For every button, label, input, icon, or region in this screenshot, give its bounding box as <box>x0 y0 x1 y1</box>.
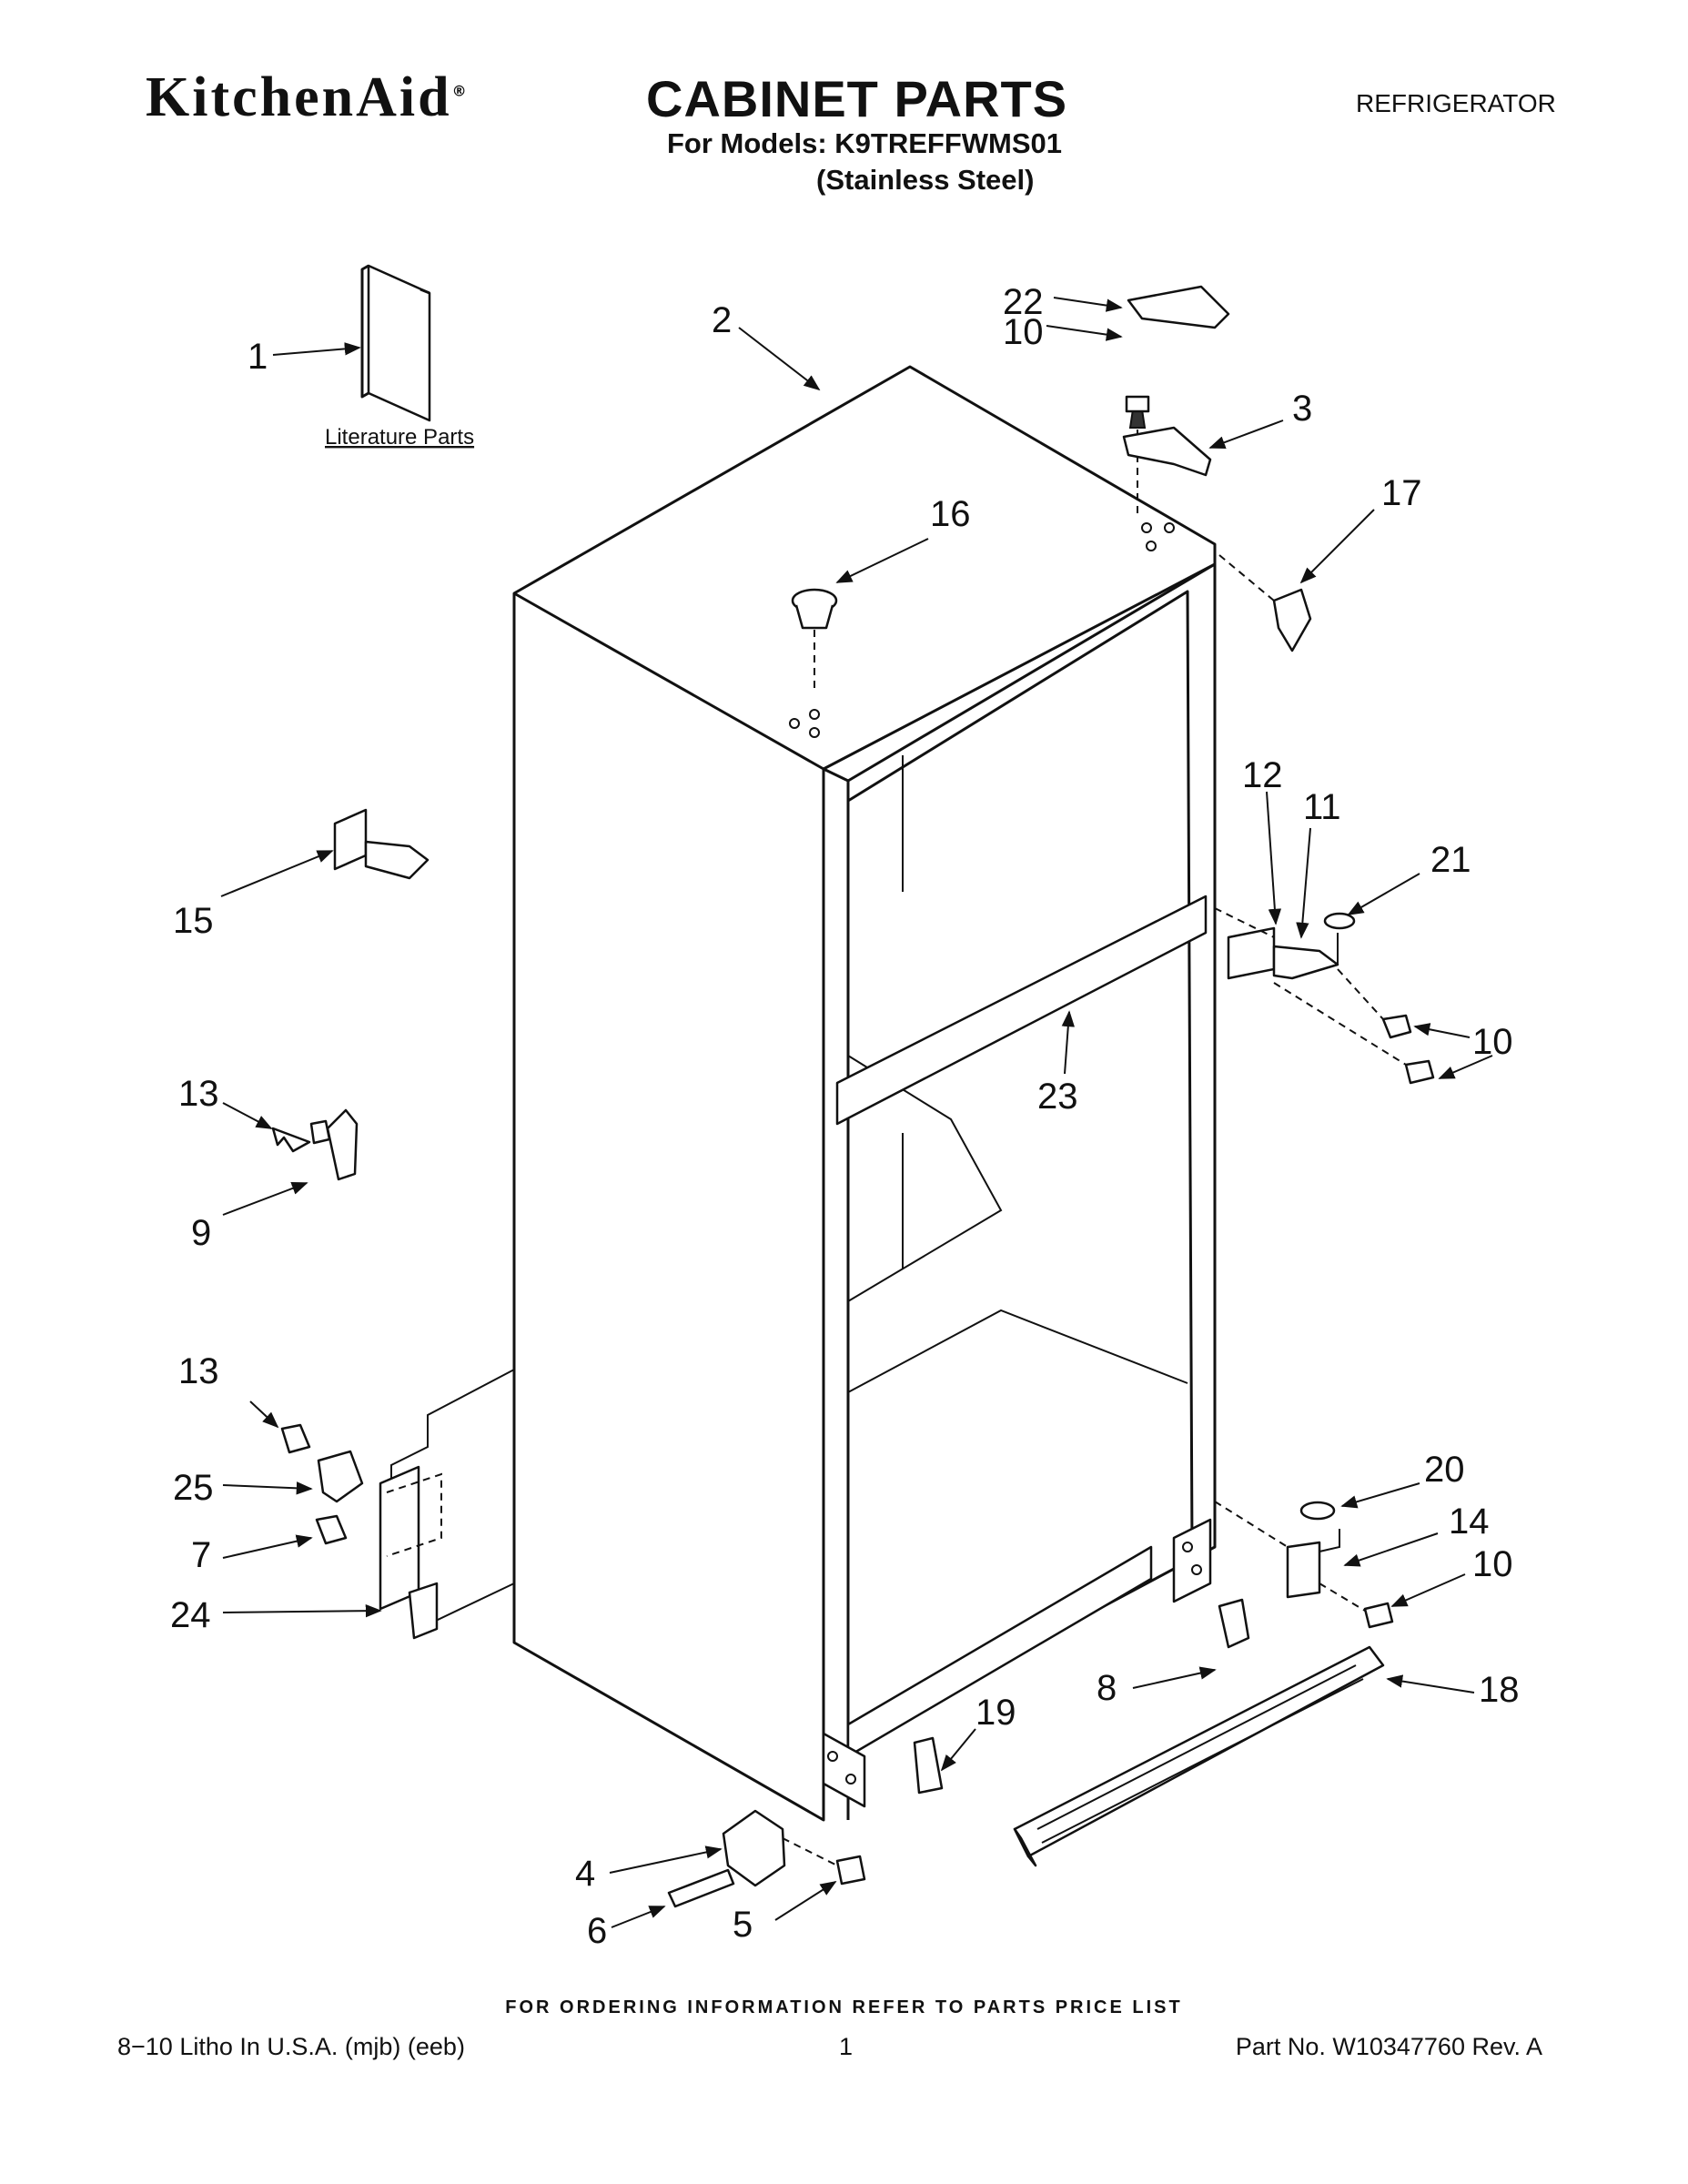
callout-20: 20 <box>1424 1450 1465 1490</box>
print-info: 8−10 Litho In U.S.A. (mjb) (eeb) <box>117 2033 465 2060</box>
door-stop-pin <box>333 808 430 880</box>
callout-2: 2 <box>712 300 732 340</box>
callout-15: 15 <box>173 901 214 941</box>
refrigerator-cabinet <box>390 365 1217 1822</box>
callout-21: 21 <box>1430 840 1471 880</box>
grille-clip-left <box>913 1736 944 1795</box>
model-variant: (Stainless Steel) <box>816 164 1035 196</box>
top-plug <box>791 588 838 692</box>
callout-14: 14 <box>1449 1502 1490 1542</box>
callout-12: 12 <box>1242 755 1283 795</box>
page-title: CABINET PARTS <box>646 70 1068 127</box>
callout-10-center: 10 <box>1472 1022 1513 1062</box>
hinge-clip-upper <box>271 1108 359 1181</box>
callout-6: 6 <box>587 1911 607 1951</box>
callout-24: 24 <box>170 1595 211 1635</box>
callout-18: 18 <box>1479 1670 1520 1710</box>
callout-16: 16 <box>930 494 971 534</box>
toe-grille <box>1013 1645 1385 1867</box>
page-number: 1 <box>839 2033 854 2060</box>
registered-mark: ® <box>451 82 467 100</box>
appliance-category: REFRIGERATOR <box>1356 89 1556 117</box>
callout-11: 11 <box>1303 787 1341 827</box>
part-number: Part No. W10347760 Rev. A <box>1235 2033 1542 2060</box>
callout-4: 4 <box>575 1854 595 1894</box>
literature-booklet <box>360 264 431 422</box>
hinge-trim <box>1272 588 1312 652</box>
model-number: For Models: K9TREFFWMS01 <box>667 127 1063 159</box>
callout-19: 19 <box>975 1693 1016 1733</box>
bottom-hinge-assembly <box>1214 1501 1394 1629</box>
center-hinge-assembly <box>1214 907 1435 1085</box>
side-panel <box>379 1465 442 1640</box>
callout-7: 7 <box>191 1535 211 1575</box>
callout-13-upper: 13 <box>178 1074 219 1114</box>
callout-5: 5 <box>733 1905 753 1945</box>
callout-8: 8 <box>1097 1668 1117 1708</box>
callout-3: 3 <box>1292 389 1312 429</box>
lower-door-hinge <box>667 1809 866 1908</box>
hinge-clip-lower <box>280 1423 364 1503</box>
callout-10-lower: 10 <box>1472 1544 1513 1584</box>
leader-lines <box>220 297 1493 1928</box>
callout-23: 23 <box>1037 1077 1078 1117</box>
callout-numbers: 1 2 22 10 3 16 17 15 12 11 21 10 23 13 9… <box>170 282 1520 1951</box>
callout-13-lower: 13 <box>178 1351 219 1391</box>
callout-1: 1 <box>248 337 268 377</box>
callout-10-top: 10 <box>1003 312 1044 352</box>
literature-parts-label: Literature Parts <box>325 425 474 450</box>
grille-clip-right <box>1218 1598 1250 1649</box>
top-hinge-cover <box>1127 285 1230 329</box>
brand-logo: KitchenAid® <box>146 66 467 130</box>
brand-name: KitchenAid <box>146 66 452 128</box>
side-screw <box>315 1514 348 1545</box>
top-hinge <box>1122 426 1212 477</box>
callout-22: 22 <box>1003 282 1044 322</box>
callout-25: 25 <box>173 1468 214 1508</box>
callout-17: 17 <box>1381 473 1422 513</box>
callout-9: 9 <box>191 1213 211 1253</box>
ordering-note: FOR ORDERING INFORMATION REFER TO PARTS … <box>505 1997 1183 2017</box>
